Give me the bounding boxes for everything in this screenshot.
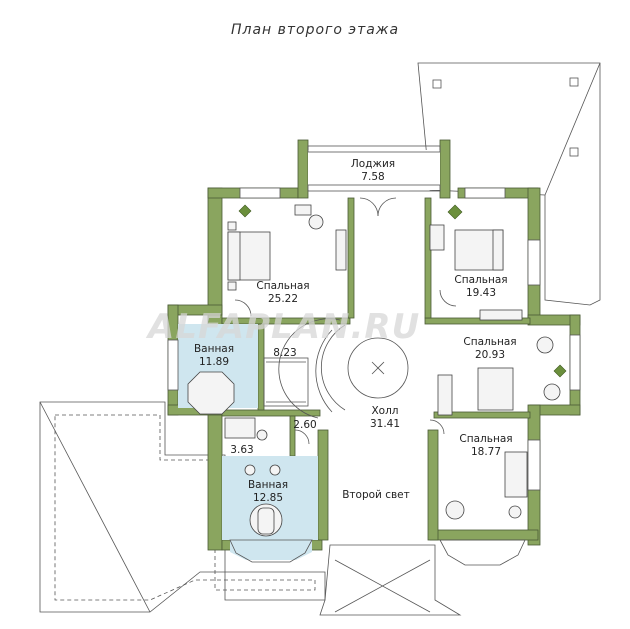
room-label-loggia: Лоджия [351,158,395,170]
sanitary-fixtures [224,417,281,476]
room-label-bedroom-3: Спальная [463,336,516,348]
windows [167,187,581,491]
desk [294,204,312,216]
room-area-wc: 3.63 [230,444,253,456]
room-label-bath-2: Ванная [248,479,288,491]
room-area-wardrobe: 8.23 [273,347,296,359]
door-swings [234,197,457,445]
room-label-bedroom-2: Спальная [454,274,507,286]
room-area-loggia: 7.58 [361,171,384,183]
room-label-bedroom-1: Спальная [256,280,309,292]
room-label-double-height: Второй свет [342,489,410,501]
chair-5 [508,505,522,519]
room-label-bath-1: Ванная [194,343,234,355]
loggia [307,145,441,192]
bed-top-right [454,229,504,271]
bed-bottom-right [504,451,528,498]
room-label-bedroom-4: Спальная [459,433,512,445]
plan-title: План второго этажа [230,22,400,38]
roof-outline-bottom [319,544,462,616]
room-area-bedroom-2: 19.43 [466,287,496,299]
armchair [429,224,445,251]
chair-2 [536,336,554,354]
spiral-staircase [278,318,409,419]
room-area-bedroom-3: 20.93 [475,349,505,361]
room-label-hall: Холл [371,405,398,417]
dresser [479,309,523,321]
wardrobe-rails [263,357,309,407]
wardrobe [335,229,347,271]
room-area-bath-1: 11.89 [199,356,229,368]
room-labels: Лоджия 7.58 Спальная 25.22 Спальная 19.4… [194,158,517,504]
chair-4 [445,500,465,520]
jacuzzi [187,371,235,415]
watermark: ALFAPLAN.RU [145,307,420,347]
chair-3 [543,383,561,401]
sofa [437,374,453,416]
chair [308,214,324,230]
bay-window-bath [230,540,312,560]
room-area-hall: 31.41 [370,418,400,430]
room-area-bath-2: 12.85 [253,492,283,504]
room-area-bedroom-1: 25.22 [268,293,298,305]
bed-top-left [227,221,271,291]
plant-icons [238,204,567,378]
room-area-bedroom-4: 18.77 [471,446,501,458]
bed-middle-right [477,367,514,411]
bath-tub [257,507,275,535]
room-area-closet: 2.60 [293,419,316,431]
